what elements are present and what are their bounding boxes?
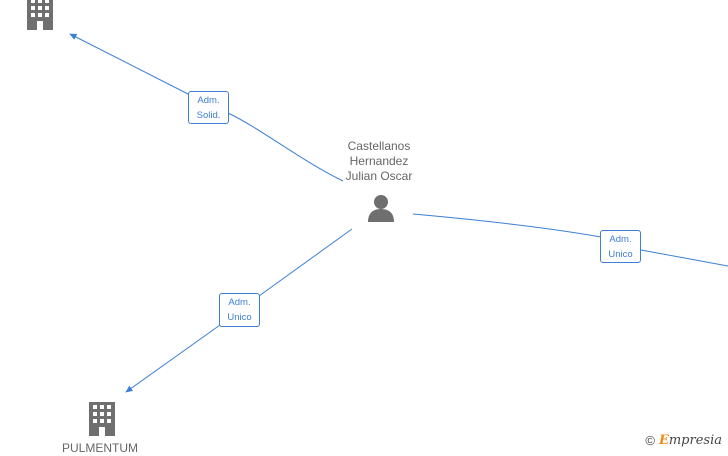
empresia-logo: Empresia [658,433,722,448]
person-name-line-2: Hernandez [349,154,409,168]
edge-label-adm-unico-left[interactable]: Adm. Unico [219,293,260,327]
edge-label-line: Adm. [228,297,251,308]
edge-adm-unico-left [258,228,353,297]
edge-label-line: Unico [608,249,633,260]
edge-label-adm-solid[interactable]: Adm. Solid. [188,91,229,124]
copyright-icon: © [645,433,655,448]
edge-label-line: Adm. [609,234,632,245]
person-name[interactable]: Castellanos Hernandez Julian Oscar [329,139,429,184]
company-name[interactable]: PULMENTUM [61,441,138,455]
watermark: © Empresia [645,433,722,448]
building-icon[interactable] [24,0,56,30]
person-name-line-3: Julian Oscar [345,169,413,183]
edge-label-adm-unico-right[interactable]: Adm. Unico [600,230,641,263]
edge-label-line: Adm. [197,95,220,106]
edge-adm-solid [227,112,344,182]
person-name-line-1: Castellanos [347,139,411,153]
building-icon[interactable] [87,402,117,436]
edge-adm-unico-right-tail [640,249,728,267]
edge-adm-unico-right [412,213,602,238]
edge-adm-solid-arrow-segment [69,33,189,95]
person-icon[interactable] [366,193,396,223]
edge-label-line: Unico [227,312,252,323]
edge-adm-unico-left-arrow-segment [125,324,221,393]
edge-label-line: Solid. [196,110,221,121]
